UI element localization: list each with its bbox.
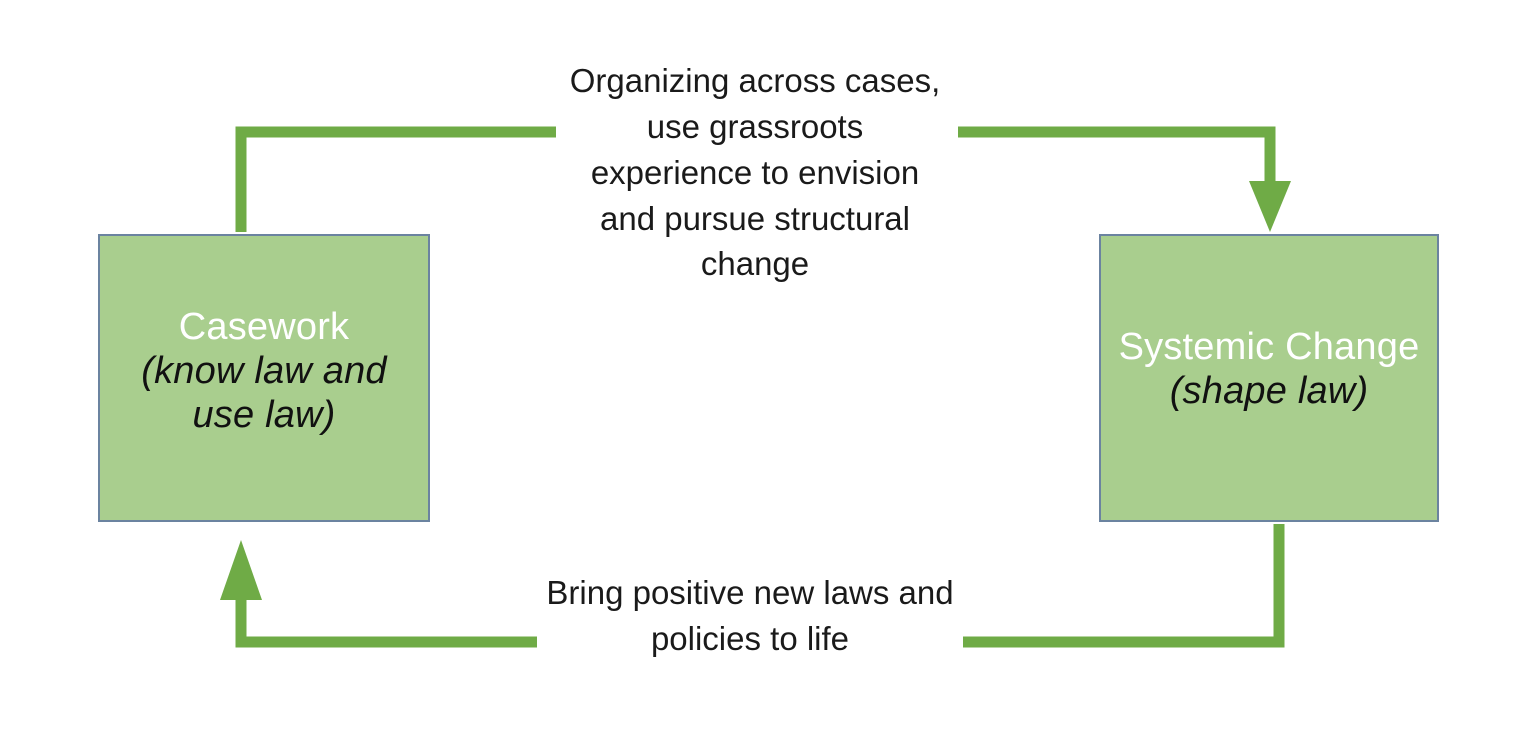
edge-casework-to-systemic-right-segment bbox=[958, 126, 1291, 232]
node-systemic-change-title: Systemic Change bbox=[1118, 325, 1420, 368]
arrowhead-down-icon bbox=[1249, 181, 1291, 232]
edge-label-casework-to-systemic: Organizing across cases, use grassroots … bbox=[569, 62, 941, 283]
edge-label-systemic-to-casework: Bring positive new laws and policies to … bbox=[546, 574, 954, 657]
edge-systemic-to-casework-left-segment bbox=[220, 540, 537, 648]
node-casework[interactable]: Casework (know law and use law) bbox=[98, 234, 430, 522]
arrowhead-up-icon bbox=[220, 540, 262, 600]
edge-systemic-to-casework-right-segment bbox=[963, 524, 1285, 648]
edge-casework-to-systemic-left-segment bbox=[235, 126, 556, 232]
node-casework-subtitle: (know law and use law) bbox=[141, 349, 387, 437]
node-systemic-change[interactable]: Systemic Change (shape law) bbox=[1099, 234, 1439, 522]
node-systemic-change-subtitle: (shape law) bbox=[1169, 370, 1369, 412]
node-casework-title: Casework bbox=[178, 305, 350, 348]
